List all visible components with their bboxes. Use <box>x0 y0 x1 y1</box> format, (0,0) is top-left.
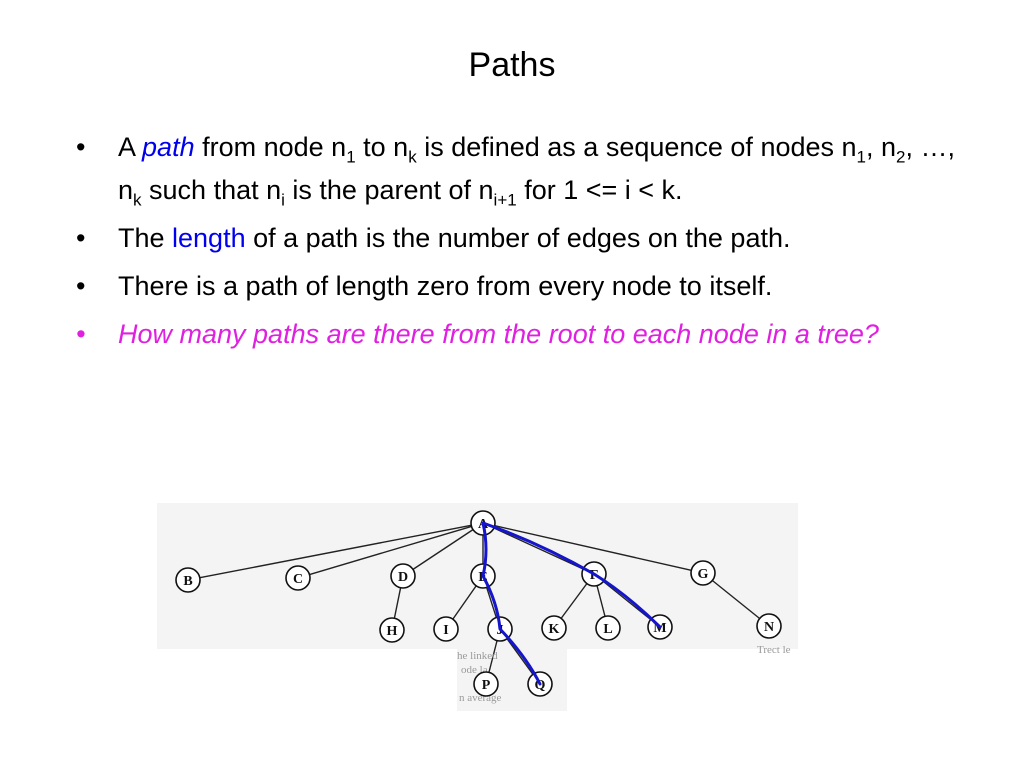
bullet-marker: • <box>76 132 86 162</box>
subscript-1: 1 <box>346 147 356 167</box>
node-circle <box>473 671 499 697</box>
tree-edge-d-h <box>393 587 402 619</box>
tree-edge-a-f <box>493 527 584 570</box>
tree-node-p: P <box>473 671 499 697</box>
node-label: I <box>443 623 448 638</box>
subscript-i: i <box>281 190 285 210</box>
subscript-i-plus-1: i+1 <box>493 190 517 210</box>
node-circle <box>285 565 311 591</box>
node-circle <box>756 613 782 639</box>
node-label: L <box>603 622 612 637</box>
node-circle <box>595 615 621 641</box>
text-g: is defined as a sequence of nodes n <box>416 132 857 162</box>
node-label: B <box>183 574 192 589</box>
node-circle <box>390 563 416 589</box>
bullet-text: There is a path of length zero from ever… <box>118 271 773 301</box>
tree-node-h: H <box>379 617 405 643</box>
node-circle <box>379 617 405 643</box>
text-c: from node n <box>194 132 347 162</box>
node-circle <box>690 560 716 586</box>
node-label: N <box>764 620 774 635</box>
node-label: H <box>387 624 398 639</box>
text-e: to n <box>355 132 409 162</box>
tree-node-g: G <box>690 560 716 586</box>
path-highlight-layer <box>481 521 662 686</box>
subscript-2: 2 <box>896 147 906 167</box>
tree-edge-j-q <box>506 638 534 675</box>
node-label: D <box>398 570 408 585</box>
tree-edge-f-l <box>596 585 606 617</box>
subscript-1b: 1 <box>856 147 866 167</box>
node-label: K <box>549 622 560 637</box>
tree-edge-g-n <box>711 579 761 620</box>
highlighted-path-afm <box>481 521 662 629</box>
text-a: The <box>118 223 173 253</box>
node-label: C <box>293 572 303 587</box>
highlighted-path-aejq <box>481 521 542 686</box>
node-label: G <box>698 567 709 582</box>
text-k: , …, n <box>118 132 956 205</box>
text-o: is the parent of n <box>284 175 494 205</box>
tree-edge-a-g <box>494 524 692 572</box>
bullet-question: • How many paths are there from the root … <box>76 313 968 356</box>
tree-edge-j-p <box>488 640 498 673</box>
node-label: P <box>482 678 491 693</box>
tree-edge-f-m <box>602 580 652 621</box>
subscript-kb: k <box>133 190 142 210</box>
tree-node-k: K <box>541 615 567 641</box>
tree-node-b: B <box>175 567 201 593</box>
tree-edge-e-j <box>485 587 498 618</box>
node-circle <box>433 616 459 642</box>
subscript-k: k <box>408 147 417 167</box>
text-i: , n <box>866 132 897 162</box>
node-label: Q <box>535 678 546 693</box>
tree-edge-f-k <box>560 583 588 619</box>
bullet-marker: • <box>76 319 86 349</box>
tree-node-l: L <box>595 615 621 641</box>
edges-layer <box>199 524 761 675</box>
tree-edge-a-c <box>309 525 472 576</box>
tree-edge-a-b <box>199 524 472 579</box>
tree-node-n: N <box>756 613 782 639</box>
question-text: How many paths are there from the root t… <box>118 319 879 349</box>
term-length: length <box>172 223 246 253</box>
text-c: of a path is the number of edges on the … <box>245 223 791 253</box>
tree-node-d: D <box>390 563 416 589</box>
term-path: path <box>142 132 195 162</box>
bullet-length-definition: • The length of a path is the number of e… <box>76 217 968 260</box>
tree-node-c: C <box>285 565 311 591</box>
bullet-zero-length: • There is a path of length zero from eve… <box>76 265 968 308</box>
text-q: for 1 <= i < k. <box>516 175 683 205</box>
tree-edge-e-i <box>452 585 477 620</box>
bullet-marker: • <box>76 271 86 301</box>
tree-edge-a-d <box>412 529 474 570</box>
scan-fragment: Trect le <box>757 644 791 656</box>
node-circle <box>175 567 201 593</box>
tree-node-i: I <box>433 616 459 642</box>
scan-fragment: he linked <box>457 650 498 662</box>
bullet-list: •A path from node n1 to nk is defined as… <box>76 126 968 361</box>
text-a: A <box>118 132 143 162</box>
node-circle <box>541 615 567 641</box>
bullet-path-definition: •A path from node n1 to nk is defined as… <box>76 126 968 212</box>
text-m: such that n <box>141 175 282 205</box>
slide-title: Paths <box>468 46 556 84</box>
bullet-marker: • <box>76 223 86 253</box>
